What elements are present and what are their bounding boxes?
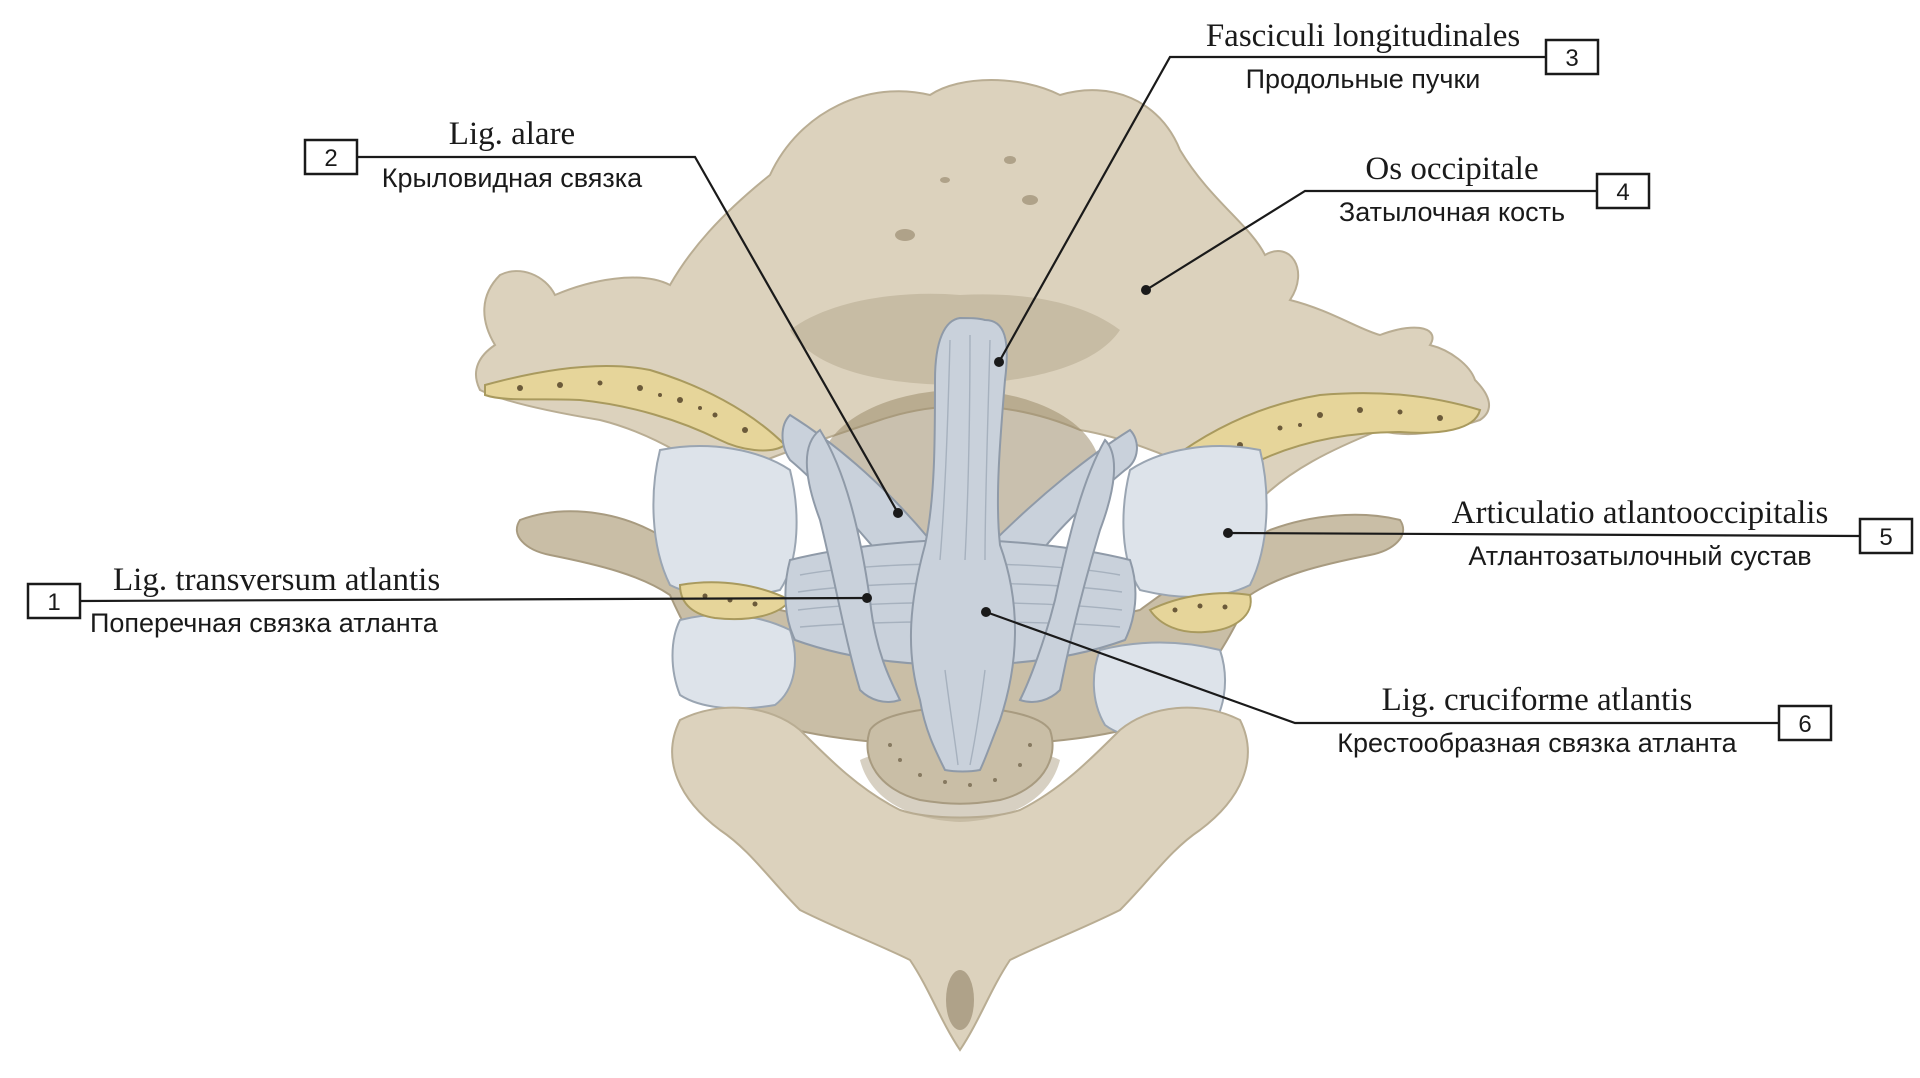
label-2-latin: Lig. alare [449, 116, 575, 152]
label-3-latin: Fasciculi longitudinales [1206, 18, 1520, 54]
label-4: 4 Os occipitale Затылочная кость [1145, 151, 1651, 291]
label-2-number-box [303, 138, 359, 176]
label-3: 3 Fasciculi longitudinales Продольные пу… [998, 18, 1600, 363]
label-1: 1 Lig. transversum atlantis Поперечная с… [26, 562, 868, 638]
label-1-number-box [26, 582, 82, 620]
label-2-russian: Крыловидная связка [382, 163, 643, 193]
label-6: 6 Lig. cruciforme atlantis Крестообразна… [985, 610, 1833, 758]
axis-bone [671, 706, 1249, 1052]
lateral-mass-left [652, 445, 798, 598]
label-5: 5 Articulatio atlantooccipitalis Атланто… [1227, 495, 1914, 571]
marrow-right-lower [1148, 592, 1252, 634]
label-6-latin: Lig. cruciforme atlantis [1382, 682, 1693, 718]
lateral-mass-left-lower [671, 613, 796, 710]
label-1-russian: Поперечная связка атланта [90, 608, 439, 638]
label-2: 2 Lig. alare Крыловидная связка [303, 116, 899, 514]
longitudinal-fasciculi [909, 316, 1016, 773]
occipital-bone [475, 79, 1490, 502]
label-6-russian: Крестообразная связка атланта [1337, 728, 1737, 758]
label-1-latin: Lig. transversum atlantis [113, 562, 440, 598]
label-4-latin: Os occipitale [1365, 151, 1538, 187]
label-5-number: 5 [1879, 524, 1892, 551]
label-4-russian: Затылочная кость [1339, 197, 1565, 227]
label-3-russian: Продольные пучки [1246, 64, 1481, 94]
label-3-number-box [1544, 38, 1600, 76]
label-5-latin: Articulatio atlantooccipitalis [1452, 495, 1829, 531]
label-2-number: 2 [324, 145, 337, 172]
label-6-number-box [1777, 704, 1833, 742]
ligament-lateral-right [1018, 438, 1116, 703]
label-5-russian: Атлантозатылочный сустав [1468, 541, 1811, 571]
marrow-left-lower [678, 581, 792, 621]
illustration [475, 79, 1490, 1052]
label-1-number: 1 [47, 589, 60, 616]
ligament-lateral-left [805, 428, 902, 703]
label-6-number: 6 [1798, 711, 1811, 738]
label-3-number: 3 [1565, 45, 1578, 72]
label-4-number: 4 [1616, 179, 1629, 206]
lateral-mass-right [1122, 445, 1268, 598]
